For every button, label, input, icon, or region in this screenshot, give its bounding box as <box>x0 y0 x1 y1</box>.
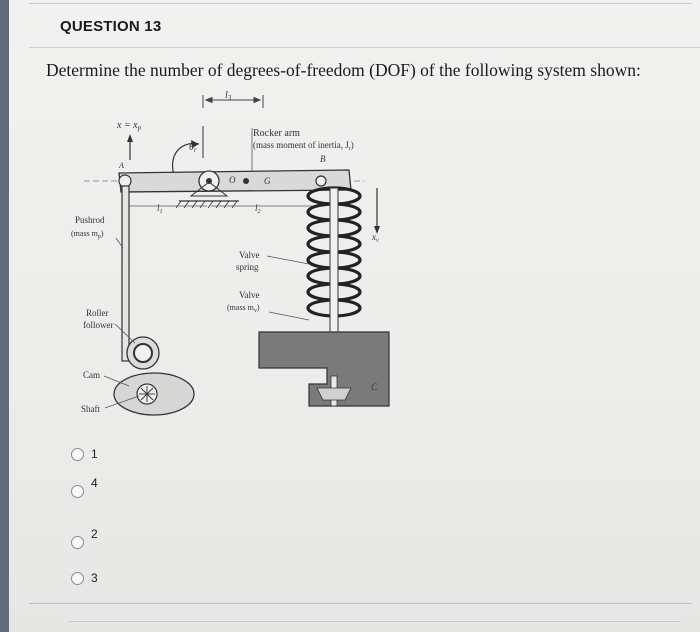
window-edge <box>0 0 9 632</box>
radio-button[interactable] <box>71 448 84 461</box>
label-pushrod-mass: (mass mp) <box>71 229 104 240</box>
label-valve-mass: (mass mv) <box>227 303 260 314</box>
option-label: 4 <box>91 476 98 490</box>
label-valve-spring-2: spring <box>236 262 259 272</box>
label-xv: xv <box>371 232 379 244</box>
label-rocker-arm: Rocker arm <box>253 128 300 139</box>
bottom-divider <box>29 603 692 604</box>
label-l1: l1 <box>157 203 163 215</box>
radio-button[interactable] <box>71 572 84 585</box>
option-label: 3 <box>91 571 98 585</box>
label-valve: Valve <box>239 290 260 300</box>
radio-button[interactable] <box>71 485 84 498</box>
mechanism-figure: l3 x = xp θr Rocker arm (mass moment of … <box>59 88 399 418</box>
option-label: 2 <box>91 527 98 541</box>
option-label: 1 <box>91 447 98 461</box>
label-theta: θr <box>189 142 197 154</box>
question-page: QUESTION 13 Determine the number of degr… <box>9 0 700 632</box>
top-divider <box>29 3 692 4</box>
label-b: B <box>320 154 326 164</box>
label-roller: Roller <box>86 308 109 318</box>
label-cam: Cam <box>83 370 100 380</box>
label-x-eq: x = xp <box>116 120 142 132</box>
title-divider <box>29 47 700 48</box>
label-o: O <box>229 175 236 185</box>
radio-button[interactable] <box>71 536 84 549</box>
question-title: QUESTION 13 <box>60 18 162 35</box>
label-rocker-inertia: (mass moment of inertia, Jr) <box>253 140 354 152</box>
cam-valve-diagram: l3 x = xp θr Rocker arm (mass moment of … <box>71 90 390 416</box>
label-shaft: Shaft <box>81 404 100 414</box>
label-valve-spring-1: Valve <box>239 250 260 260</box>
label-a: A <box>118 161 124 170</box>
footer-divider <box>69 621 680 622</box>
label-c: C <box>371 382 378 392</box>
label-l2: l2 <box>255 203 261 215</box>
question-text: Determine the number of degrees-of-freed… <box>46 60 641 80</box>
label-g: G <box>264 176 271 186</box>
label-l3: l3 <box>225 90 232 102</box>
label-pushrod: Pushrod <box>75 215 105 225</box>
label-follower: follower <box>83 320 114 330</box>
